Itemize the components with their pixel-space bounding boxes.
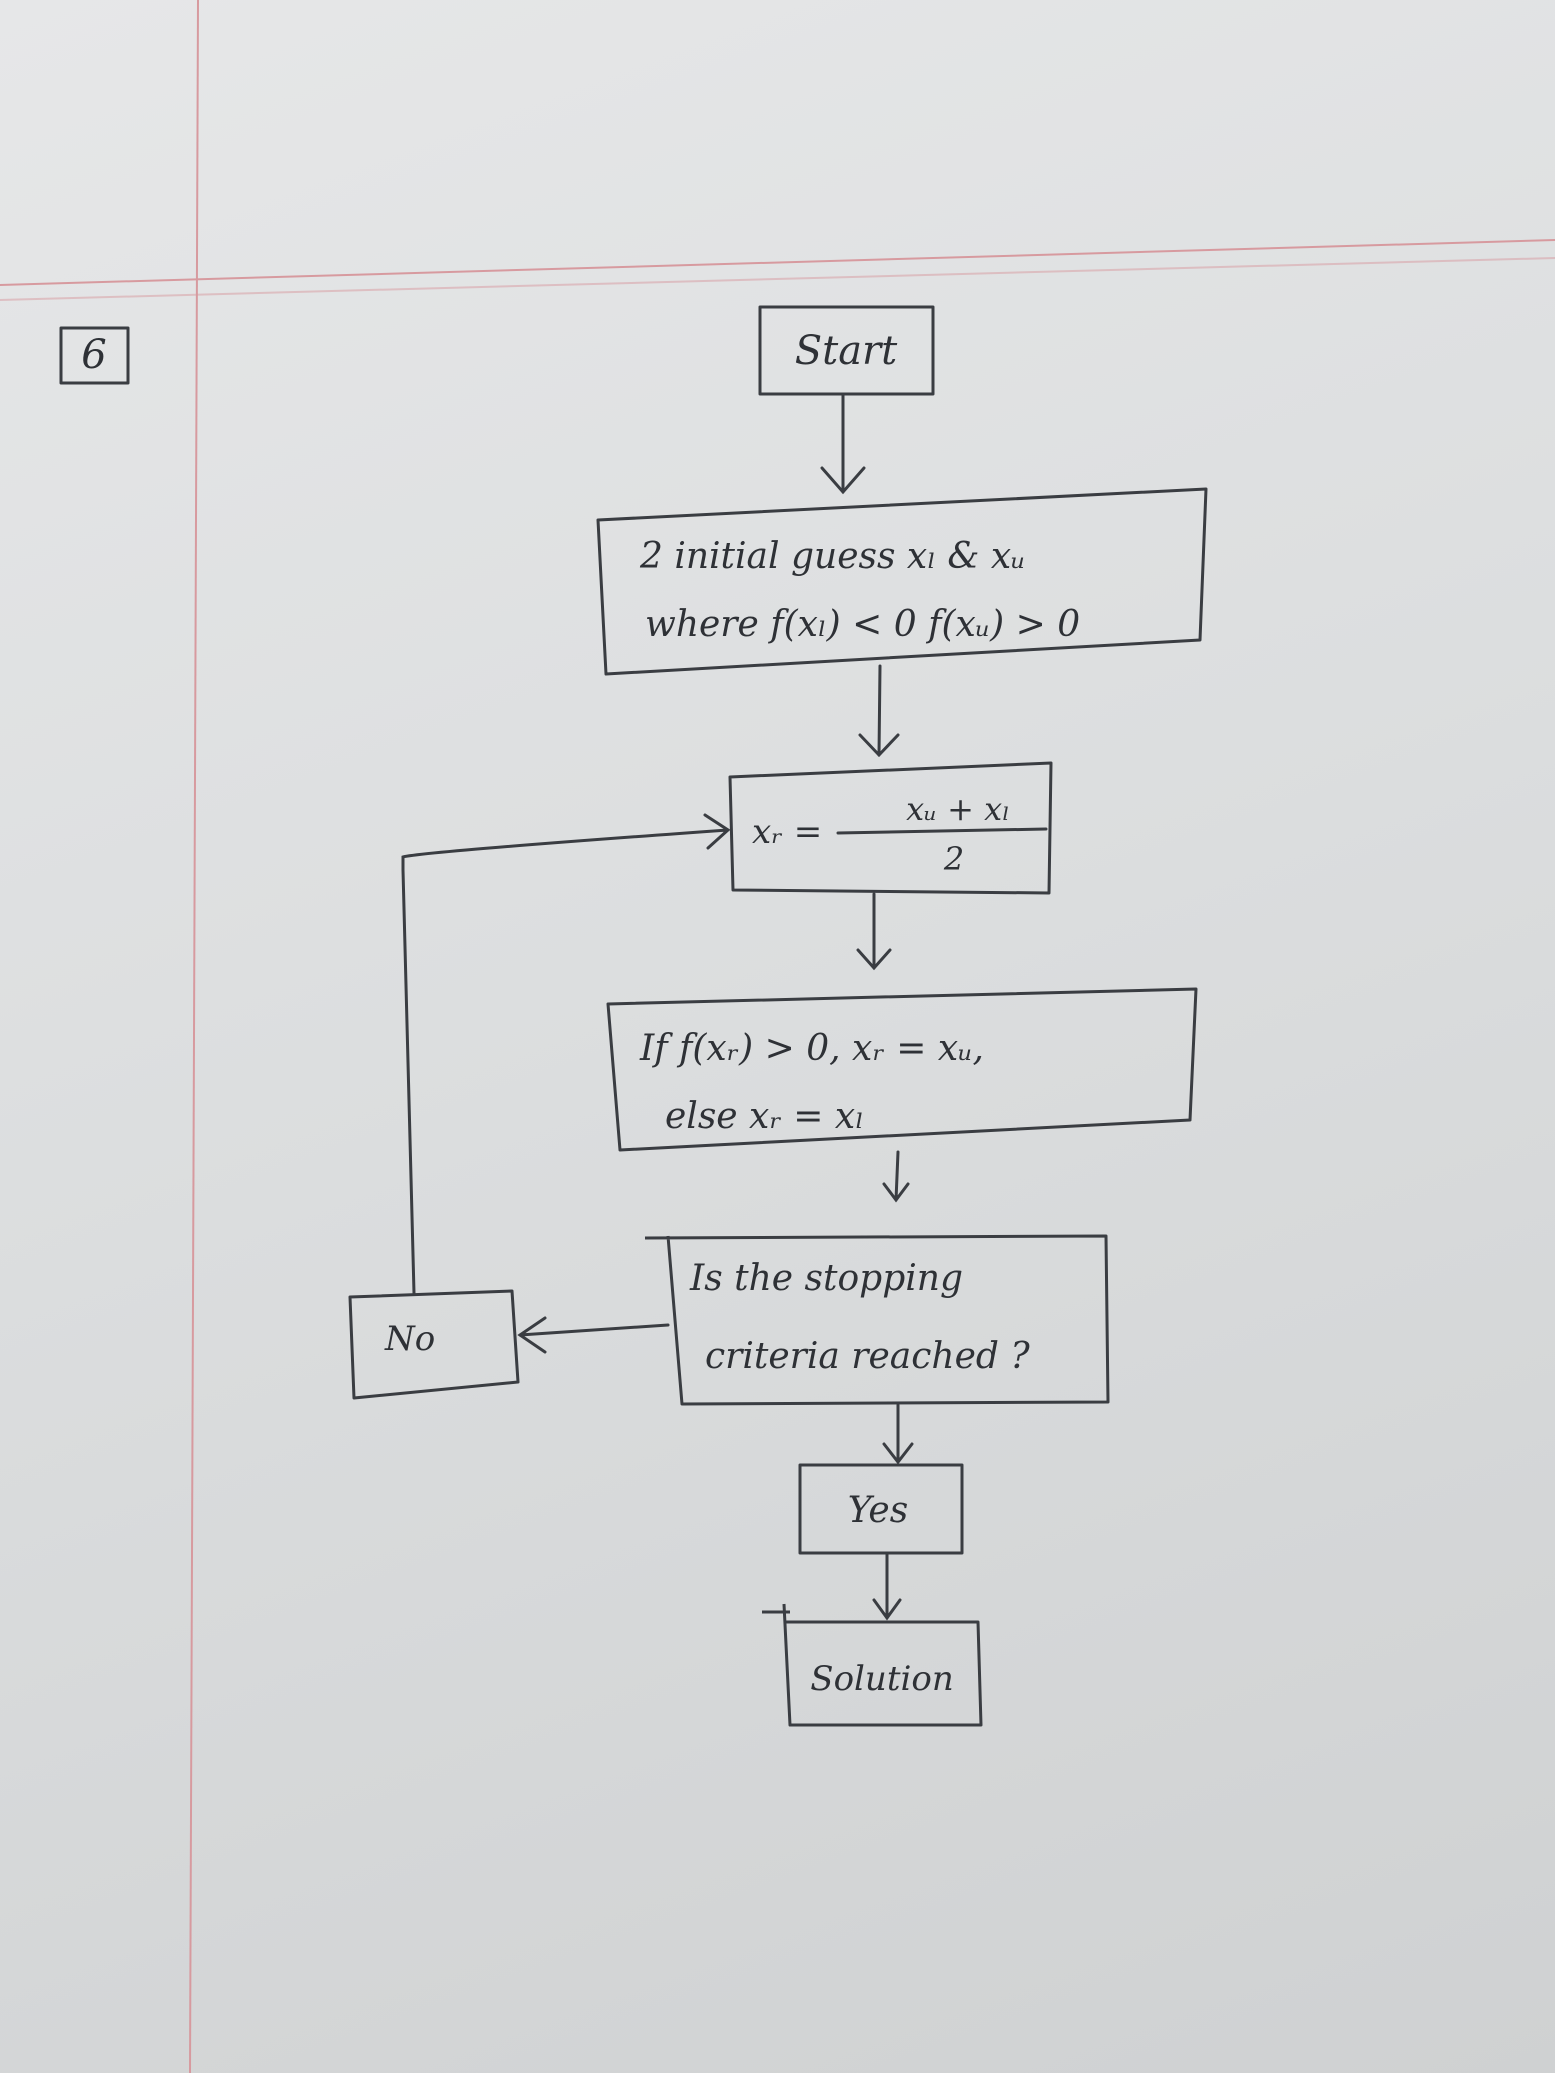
solution-label: Solution <box>810 1659 953 1699</box>
update-line-1: If f(xᵣ) > 0, xᵣ = xᵤ, <box>639 1028 984 1069</box>
no-box <box>348 1289 520 1400</box>
no-label: No <box>384 1319 435 1359</box>
page-number: 6 <box>81 332 106 378</box>
midpoint-denominator: 2 <box>943 840 964 878</box>
arrow-start-to-guess <box>820 392 866 495</box>
initial-guess-line-2: where f(xₗ) < 0 f(xᵤ) > 0 <box>645 604 1080 645</box>
arrow-midpoint-to-update <box>856 892 892 971</box>
update-box <box>606 987 1198 1152</box>
initial-guess-line-1: 2 initial guess xₗ & xᵤ <box>639 536 1026 577</box>
margin-line-horizontal-2 <box>0 257 1555 301</box>
margin-line-horizontal <box>0 239 1555 286</box>
yes-label: Yes <box>848 1490 908 1531</box>
arrow-guess-to-midpoint <box>858 664 900 758</box>
decision-line-1: Is the stopping <box>689 1258 963 1299</box>
midpoint-box <box>728 761 1053 895</box>
update-line-2: else xᵣ = xₗ <box>665 1096 864 1137</box>
fraction-bar <box>836 827 1048 835</box>
arrow-decision-to-yes <box>882 1403 914 1465</box>
start-box <box>758 305 935 396</box>
arrow-update-to-decision <box>882 1150 910 1203</box>
page-number-box <box>59 326 130 385</box>
solution-box <box>762 1603 983 1727</box>
midpoint-numerator: xᵤ + xₗ <box>906 790 1010 828</box>
decision-box <box>644 1234 1110 1406</box>
loop-back-arrow <box>401 813 731 1295</box>
initial-guess-box <box>596 487 1208 676</box>
midpoint-lhs: xᵣ = <box>752 812 822 852</box>
margin-line-vertical <box>189 0 199 2073</box>
yes-box <box>798 1463 964 1555</box>
arrow-yes-to-solution <box>872 1551 902 1621</box>
decision-line-2: criteria reached ? <box>705 1336 1030 1377</box>
start-label: Start <box>795 328 898 374</box>
arrow-decision-to-no <box>517 1316 670 1354</box>
